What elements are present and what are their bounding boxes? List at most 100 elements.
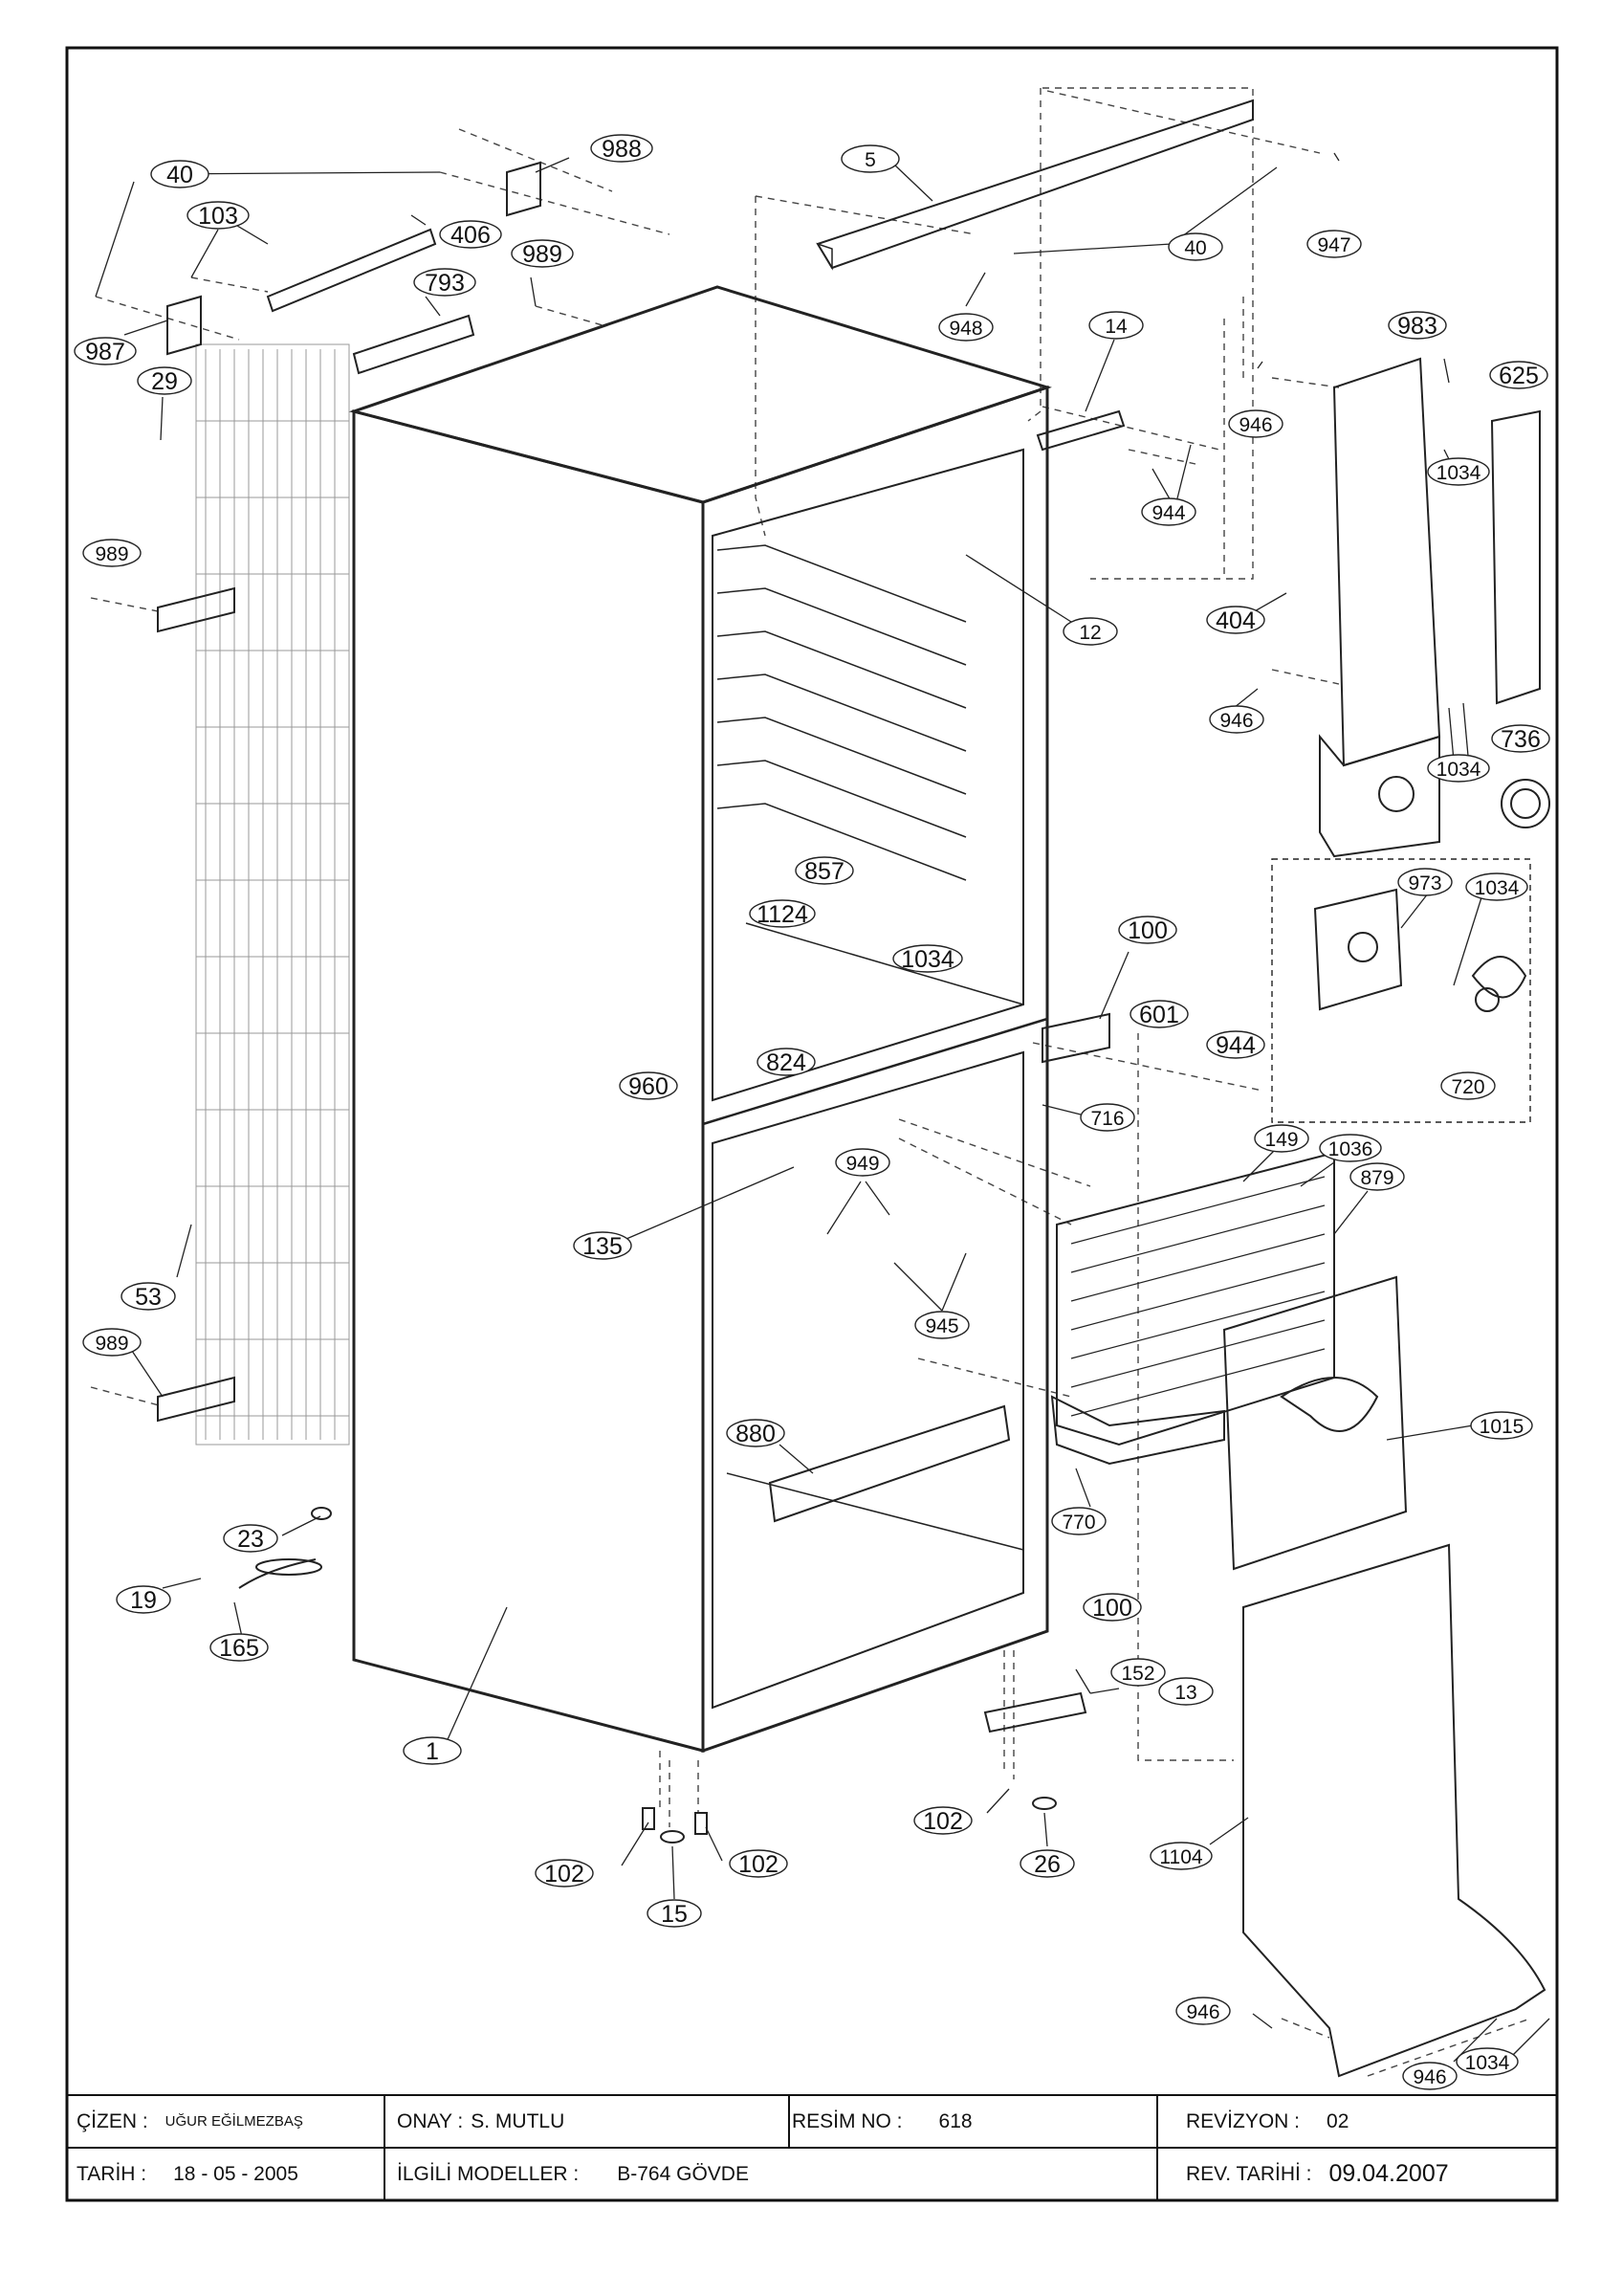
callout-1034: 1034: [1427, 754, 1490, 783]
svg-text:601: 601: [1139, 1002, 1179, 1028]
svg-text:946: 946: [1239, 414, 1272, 436]
svg-text:947: 947: [1317, 234, 1350, 256]
svg-text:946: 946: [1219, 710, 1253, 732]
revision-cell: REVİZYON : 02: [1186, 2095, 1549, 2148]
callout-946: 946: [1402, 2062, 1458, 2090]
callout-1: 1: [403, 1736, 462, 1765]
svg-text:103: 103: [198, 203, 238, 230]
svg-text:13: 13: [1174, 1682, 1196, 1704]
svg-text:40: 40: [1184, 237, 1206, 259]
date-label: TARİH :: [77, 2162, 147, 2185]
callout-26: 26: [1020, 1849, 1075, 1878]
callout-857: 857: [795, 856, 854, 885]
svg-text:1034: 1034: [1475, 877, 1520, 899]
svg-text:625: 625: [1499, 363, 1539, 389]
callout-19: 19: [116, 1585, 171, 1614]
callout-53: 53: [121, 1282, 176, 1311]
callout-29: 29: [137, 366, 192, 395]
svg-text:824: 824: [766, 1049, 806, 1076]
drawn-by-cell: ÇİZEN : UĞUR EĞİLMEZBAŞ: [77, 2095, 383, 2148]
callout-770: 770: [1051, 1507, 1107, 1535]
callout-793: 793: [413, 268, 476, 297]
svg-text:857: 857: [804, 858, 844, 885]
callout-1034: 1034: [1456, 2047, 1519, 2076]
callout-40: 40: [1168, 232, 1223, 261]
callout-100: 100: [1118, 916, 1177, 944]
date-value: 18 - 05 - 2005: [173, 2162, 298, 2185]
callout-716: 716: [1080, 1103, 1135, 1132]
svg-text:100: 100: [1092, 1595, 1132, 1622]
svg-text:1034: 1034: [901, 946, 954, 973]
callout-149: 149: [1254, 1124, 1309, 1153]
svg-text:945: 945: [925, 1315, 958, 1337]
models-label: İLGİLİ MODELLER :: [397, 2162, 580, 2185]
svg-text:1: 1: [426, 1738, 439, 1765]
callout-5: 5: [841, 144, 900, 173]
callout-948: 948: [938, 313, 994, 342]
callout-404: 404: [1206, 606, 1265, 634]
date-cell: TARİH : 18 - 05 - 2005: [77, 2148, 383, 2200]
callout-152: 152: [1110, 1658, 1166, 1687]
callout-989: 989: [82, 1328, 142, 1357]
svg-text:102: 102: [738, 1851, 779, 1878]
callout-945: 945: [914, 1311, 970, 1339]
svg-text:5: 5: [865, 149, 876, 171]
svg-text:1104: 1104: [1159, 1846, 1202, 1868]
models-cell: İLGİLİ MODELLER : B-764 GÖVDE: [397, 2148, 1152, 2200]
callout-40: 40: [150, 160, 209, 188]
svg-text:989: 989: [522, 241, 562, 268]
callout-406: 406: [439, 220, 502, 249]
callout-944: 944: [1141, 497, 1196, 526]
callout-103: 103: [186, 201, 250, 230]
callout-960: 960: [619, 1071, 678, 1100]
callout-949: 949: [835, 1148, 890, 1177]
callout-601: 601: [1130, 1000, 1189, 1028]
svg-text:720: 720: [1451, 1076, 1484, 1098]
callout-946: 946: [1175, 1997, 1231, 2025]
callout-102: 102: [913, 1806, 973, 1835]
svg-text:19: 19: [130, 1587, 157, 1614]
callout-1034: 1034: [892, 944, 963, 973]
svg-text:983: 983: [1397, 313, 1437, 340]
callout-165: 165: [209, 1633, 269, 1662]
callout-880: 880: [726, 1419, 785, 1447]
callout-625: 625: [1489, 361, 1548, 389]
svg-text:102: 102: [544, 1861, 584, 1888]
svg-text:26: 26: [1034, 1851, 1061, 1878]
callout-12: 12: [1063, 617, 1118, 646]
approval-value: S. MUTLU: [471, 2109, 565, 2132]
callout-100: 100: [1083, 1593, 1142, 1622]
rev-date-cell: REV. TARİHİ : 09.04.2007: [1186, 2148, 1549, 2200]
callout-1034: 1034: [1465, 872, 1528, 901]
svg-text:948: 948: [949, 318, 982, 340]
svg-text:716: 716: [1090, 1108, 1124, 1130]
svg-text:973: 973: [1408, 872, 1441, 894]
svg-text:1034: 1034: [1437, 462, 1481, 484]
callout-135: 135: [573, 1231, 632, 1260]
callout-102: 102: [535, 1859, 594, 1888]
svg-text:406: 406: [450, 222, 491, 249]
svg-text:102: 102: [923, 1808, 963, 1835]
svg-text:53: 53: [135, 1284, 162, 1311]
drawing-no-value: 618: [938, 2109, 973, 2132]
svg-text:736: 736: [1501, 726, 1541, 753]
callout-1036: 1036: [1319, 1134, 1382, 1162]
svg-text:12: 12: [1079, 622, 1101, 644]
sheet-border: [65, 46, 1559, 2202]
svg-text:23: 23: [237, 1526, 264, 1553]
approval-cell: ONAY : S. MUTLU: [397, 2095, 779, 2148]
approval-label: ONAY :: [397, 2109, 464, 2132]
svg-text:404: 404: [1216, 607, 1256, 634]
callout-988: 988: [590, 134, 653, 163]
drawn-by-label: ÇİZEN :: [77, 2109, 148, 2132]
drawn-by-value: UĞUR EĞİLMEZBAŞ: [164, 2113, 303, 2130]
svg-text:987: 987: [85, 339, 125, 365]
callout-824: 824: [757, 1048, 816, 1076]
callout-720: 720: [1440, 1071, 1496, 1100]
callout-102: 102: [729, 1849, 788, 1878]
callout-1034: 1034: [1427, 457, 1490, 486]
callout-1104: 1104: [1150, 1842, 1213, 1870]
svg-text:15: 15: [661, 1901, 688, 1928]
callout-973: 973: [1397, 868, 1453, 896]
